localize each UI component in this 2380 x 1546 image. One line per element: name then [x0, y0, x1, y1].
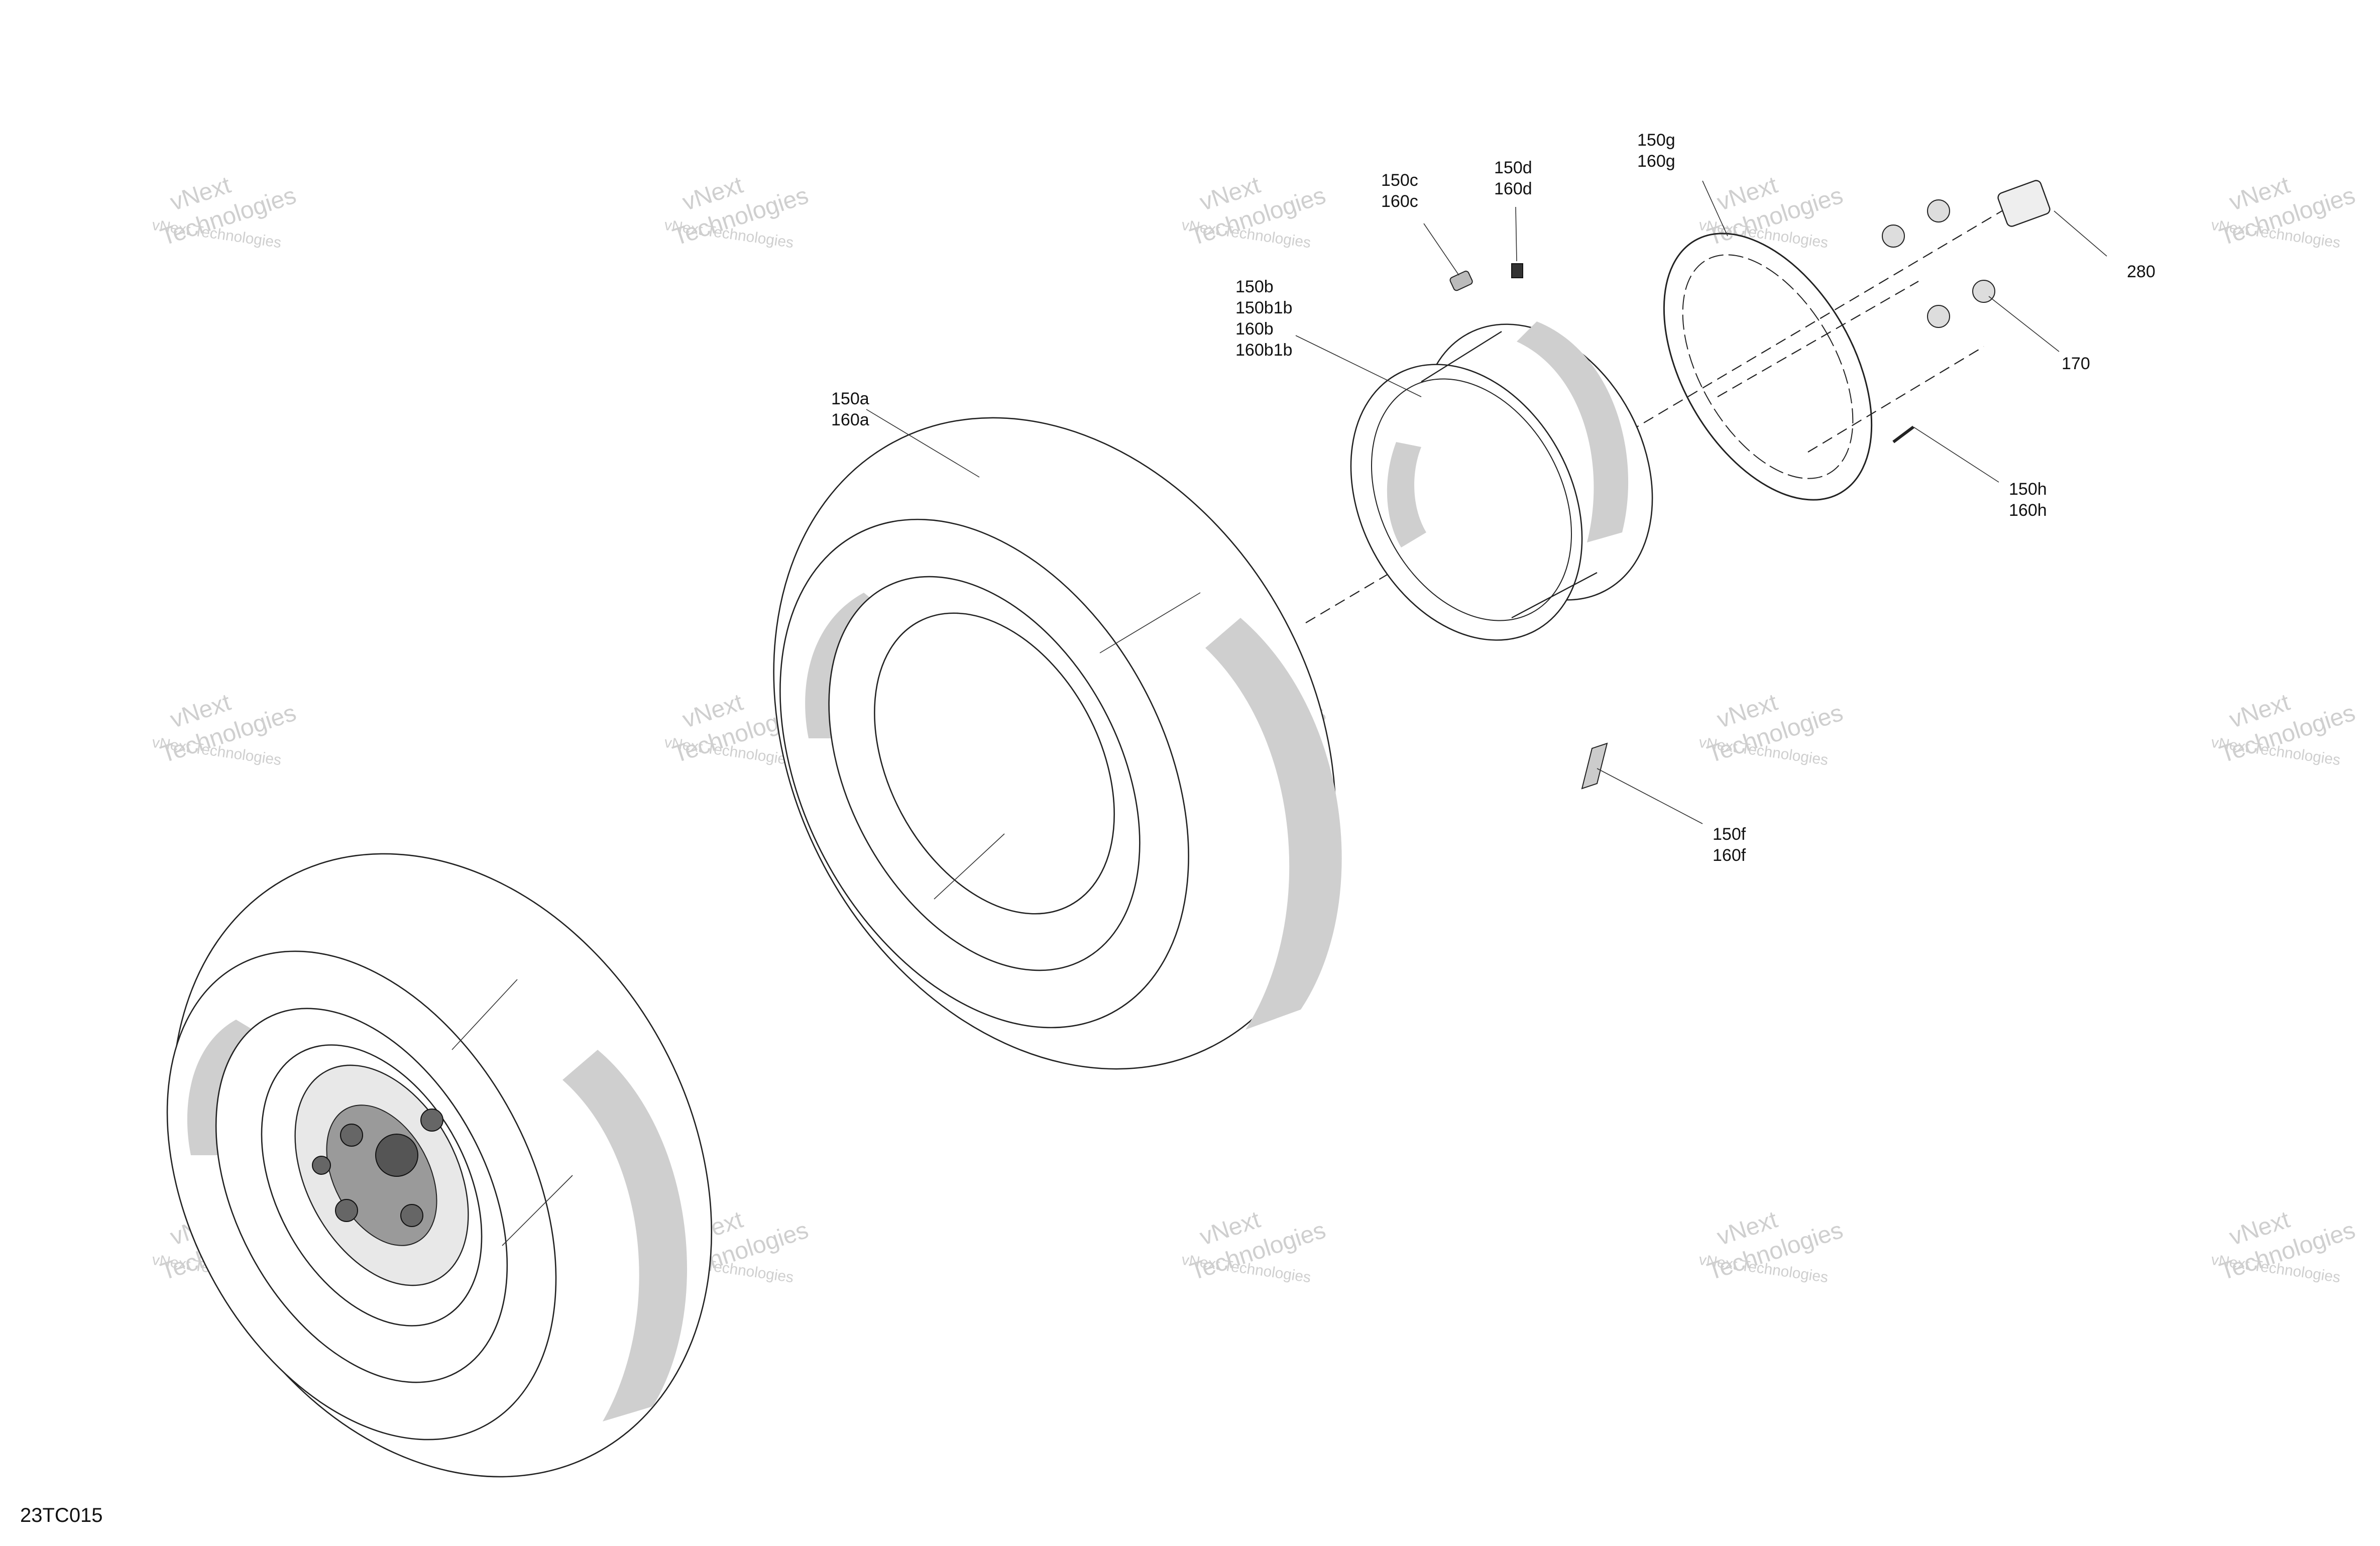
leader-lines — [866, 180, 2107, 824]
weight-150f — [1581, 742, 1608, 790]
assembled-wheel — [166, 853, 712, 1478]
callout-170: 170 — [2062, 354, 2090, 373]
drawing-code: 23TC015 — [20, 1504, 103, 1526]
exploded-tire — [773, 417, 1342, 1070]
hub-cap-280 — [1997, 180, 2051, 227]
nuts-170 — [1882, 199, 1995, 328]
valve-core-150d — [1511, 263, 1523, 278]
beadlock-ring — [1663, 233, 1873, 501]
hub-rim — [294, 1064, 469, 1286]
valve-stem-150c — [1449, 270, 1473, 291]
exploded-rim — [1350, 321, 1653, 641]
callout-280: 280 — [2127, 262, 2156, 281]
bolt-150h — [1892, 425, 1914, 444]
